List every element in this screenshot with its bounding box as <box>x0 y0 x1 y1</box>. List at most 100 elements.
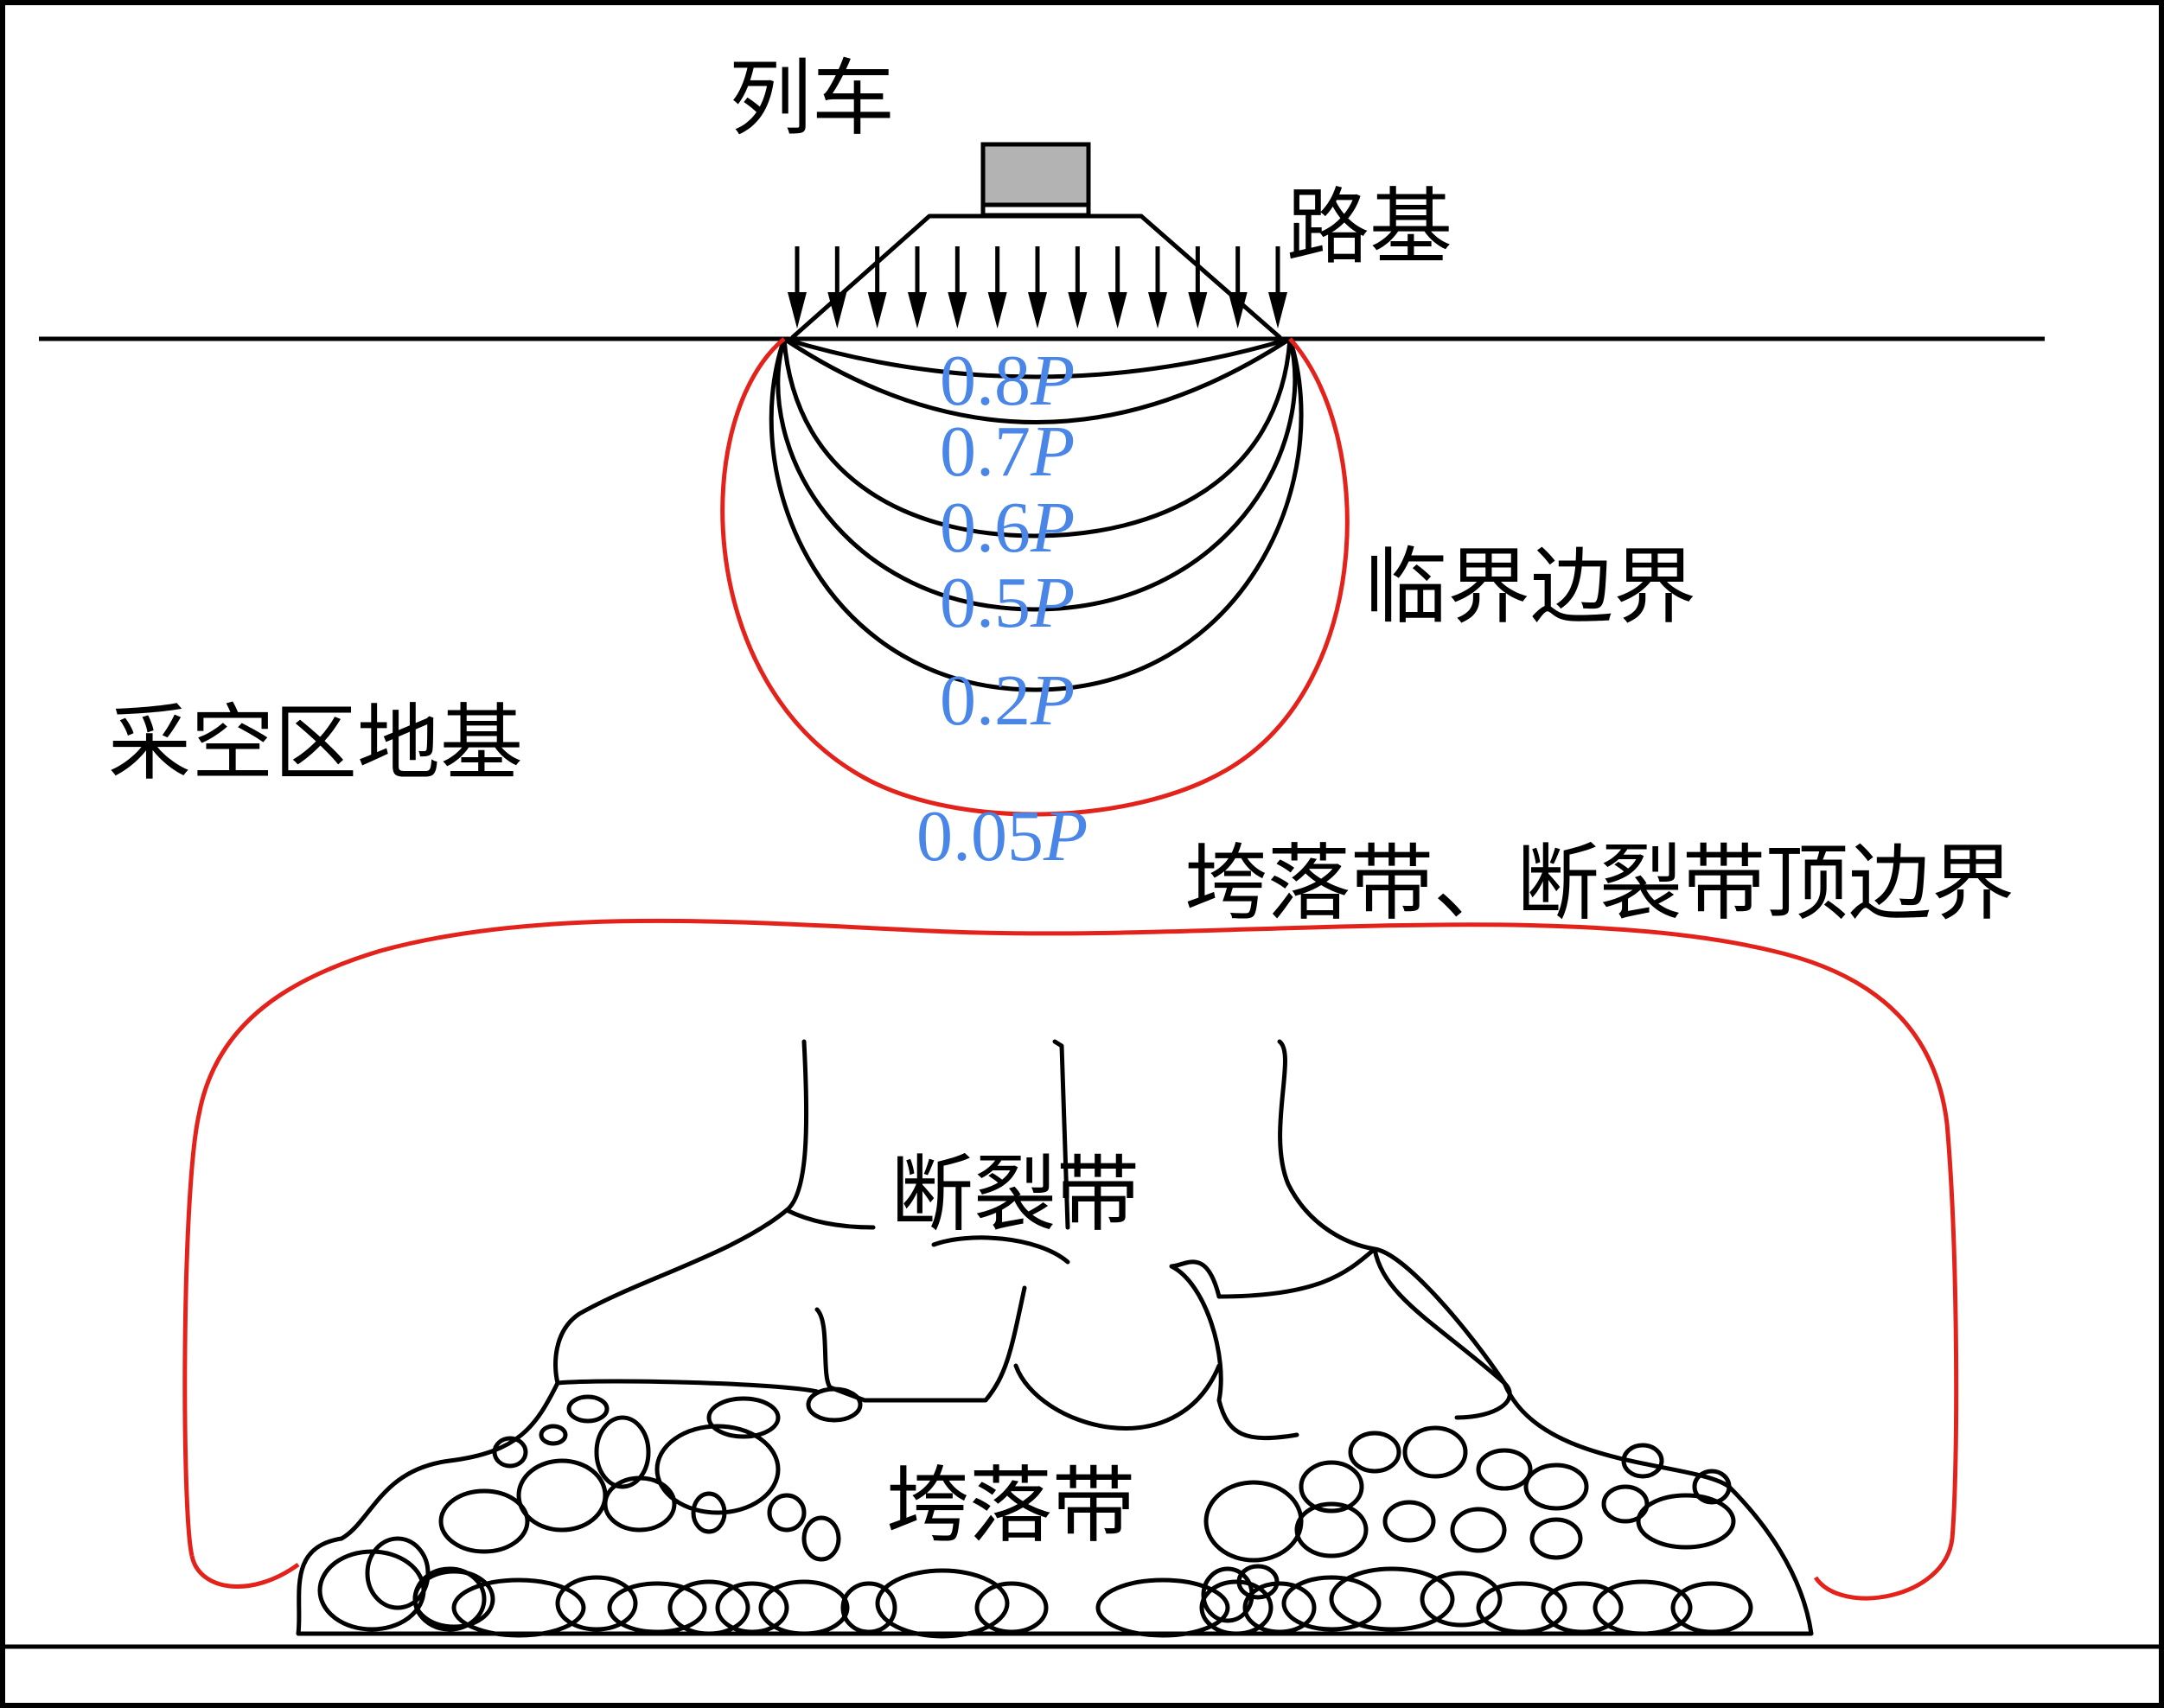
train-base <box>980 202 1091 218</box>
rock-fragment <box>974 1581 1049 1635</box>
contour-coef: 0.8 <box>940 341 1031 421</box>
train <box>980 142 1091 218</box>
rock-fragment <box>1621 1443 1664 1479</box>
caving-rocks <box>317 1386 1753 1639</box>
contour-line-0.7p <box>782 336 1293 424</box>
rock-fragment <box>539 1424 568 1446</box>
contour-coef: 0.2 <box>940 660 1031 741</box>
rock-fragment <box>1636 1493 1736 1550</box>
fracture-outline-right <box>1277 1039 1507 1386</box>
rock-fragment <box>603 1475 677 1533</box>
contour-line-0.5p <box>776 336 1298 612</box>
contour-symbol: P <box>1030 411 1075 492</box>
rock-fragment <box>1692 1469 1732 1505</box>
fracture-crack-under-label <box>931 1235 1070 1265</box>
rock-fragment <box>1203 1480 1304 1563</box>
rock-fragment <box>840 1581 897 1635</box>
load-arrow-head <box>1148 292 1167 328</box>
contour-label-0.5p: 0.5P <box>940 563 1075 643</box>
rock-fragment <box>566 1394 610 1424</box>
rock-fragment <box>594 1415 651 1489</box>
rock-fragment <box>1095 1577 1230 1638</box>
fracture-zone-structure <box>553 1039 1512 1441</box>
rock-fragment <box>451 1577 586 1638</box>
rock-fragment <box>1402 1425 1468 1479</box>
stress-contours <box>769 336 1304 692</box>
rock-fragment <box>317 1549 426 1632</box>
load-arrow-head <box>1068 292 1088 328</box>
rock-fragment <box>1476 1448 1533 1491</box>
rock-fragment <box>555 1575 638 1632</box>
fracture-crack-left-base <box>555 1379 820 1394</box>
fracture-crack-right-mid <box>1169 1259 1299 1441</box>
rock-fragment <box>706 1396 781 1439</box>
rock-fragment <box>1593 1579 1693 1636</box>
rock-fragment <box>1281 1575 1382 1632</box>
rock-fragment <box>767 1493 807 1533</box>
rock-fragment <box>1348 1431 1401 1474</box>
contour-line-0.6p <box>782 336 1293 539</box>
rock-fragment <box>516 1458 608 1533</box>
rock-fragment <box>1541 1581 1624 1635</box>
label-top-boundary: 垮落带、断裂带顶边界 <box>1184 835 2014 932</box>
contour-coef: 0.05 <box>916 796 1044 876</box>
rock-fragment <box>1242 1581 1317 1635</box>
rock-fragment <box>607 1581 707 1635</box>
label-critical-boundary: 临界边界 <box>1364 539 1696 635</box>
load-arrow-head <box>788 292 807 328</box>
load-arrow-head <box>827 292 847 328</box>
fracture-crack-center-left <box>814 1285 1027 1403</box>
rock-fragment <box>1523 1463 1589 1511</box>
top-boundary-left-hook <box>189 1555 300 1589</box>
rock-fragment <box>806 1386 863 1423</box>
label-subgrade: 路基 <box>1286 179 1452 276</box>
fracture-crack-right-shelf <box>1216 1246 1377 1299</box>
contour-label-0.05p: 0.05P <box>916 796 1088 876</box>
load-arrow-head <box>1108 292 1127 328</box>
load-arrow-head <box>948 292 967 328</box>
critical-boundary-curve <box>720 337 1350 817</box>
label-train: 列车 <box>729 50 895 147</box>
rock-fragment <box>1236 1564 1280 1600</box>
fracture-crack-center-arch <box>1013 1363 1222 1431</box>
contour-symbol: P <box>1043 796 1088 876</box>
contour-label-0.6p: 0.6P <box>940 488 1075 568</box>
rock-fragment <box>1670 1581 1753 1635</box>
train-body <box>980 142 1091 214</box>
contour-symbol: P <box>1030 563 1075 643</box>
rock-fragment <box>365 1536 431 1610</box>
contour-line-0.2p <box>769 336 1304 692</box>
rock-fragment <box>412 1569 495 1629</box>
rock-fragment <box>492 1436 528 1469</box>
contour-label-0.2p: 0.2P <box>940 660 1075 741</box>
fracture-crack-upper-left <box>784 1208 876 1230</box>
load-arrow-head <box>867 292 887 328</box>
top-boundary-curve <box>182 918 1959 1601</box>
rock-fragment <box>1199 1579 1274 1636</box>
rock-fragment <box>654 1424 781 1515</box>
rock-fragment <box>667 1579 750 1636</box>
caving-zone-outline <box>296 1380 1814 1636</box>
rock-fragment <box>1329 1566 1455 1632</box>
load-arrow-head <box>1188 292 1208 328</box>
contour-labels: 0.8P 0.7P 0.6P 0.5P 0.2P 0.05P <box>916 341 1088 876</box>
fracture-crack-center <box>1052 1039 1070 1230</box>
load-arrows <box>788 246 1287 328</box>
load-arrow-head <box>908 292 927 328</box>
rock-fragment <box>691 1491 727 1534</box>
load-arrow-head <box>1228 292 1248 328</box>
load-arrow-head <box>1028 292 1047 328</box>
rock-fragment <box>875 1568 1010 1639</box>
load-arrow-head <box>987 292 1007 328</box>
rock-fragment <box>438 1488 530 1554</box>
contour-label-0.8p: 0.8P <box>940 341 1075 421</box>
label-goaf-foundation: 采空区地基 <box>108 695 523 792</box>
label-fracture-zone: 断裂带 <box>890 1146 1139 1243</box>
rock-fragment <box>758 1579 850 1636</box>
fracture-outline-left <box>553 1039 809 1386</box>
load-arrow-head <box>1268 292 1287 328</box>
rock-fragment <box>1420 1571 1503 1628</box>
contour-coef: 0.5 <box>940 563 1031 643</box>
contour-symbol: P <box>1030 341 1075 421</box>
